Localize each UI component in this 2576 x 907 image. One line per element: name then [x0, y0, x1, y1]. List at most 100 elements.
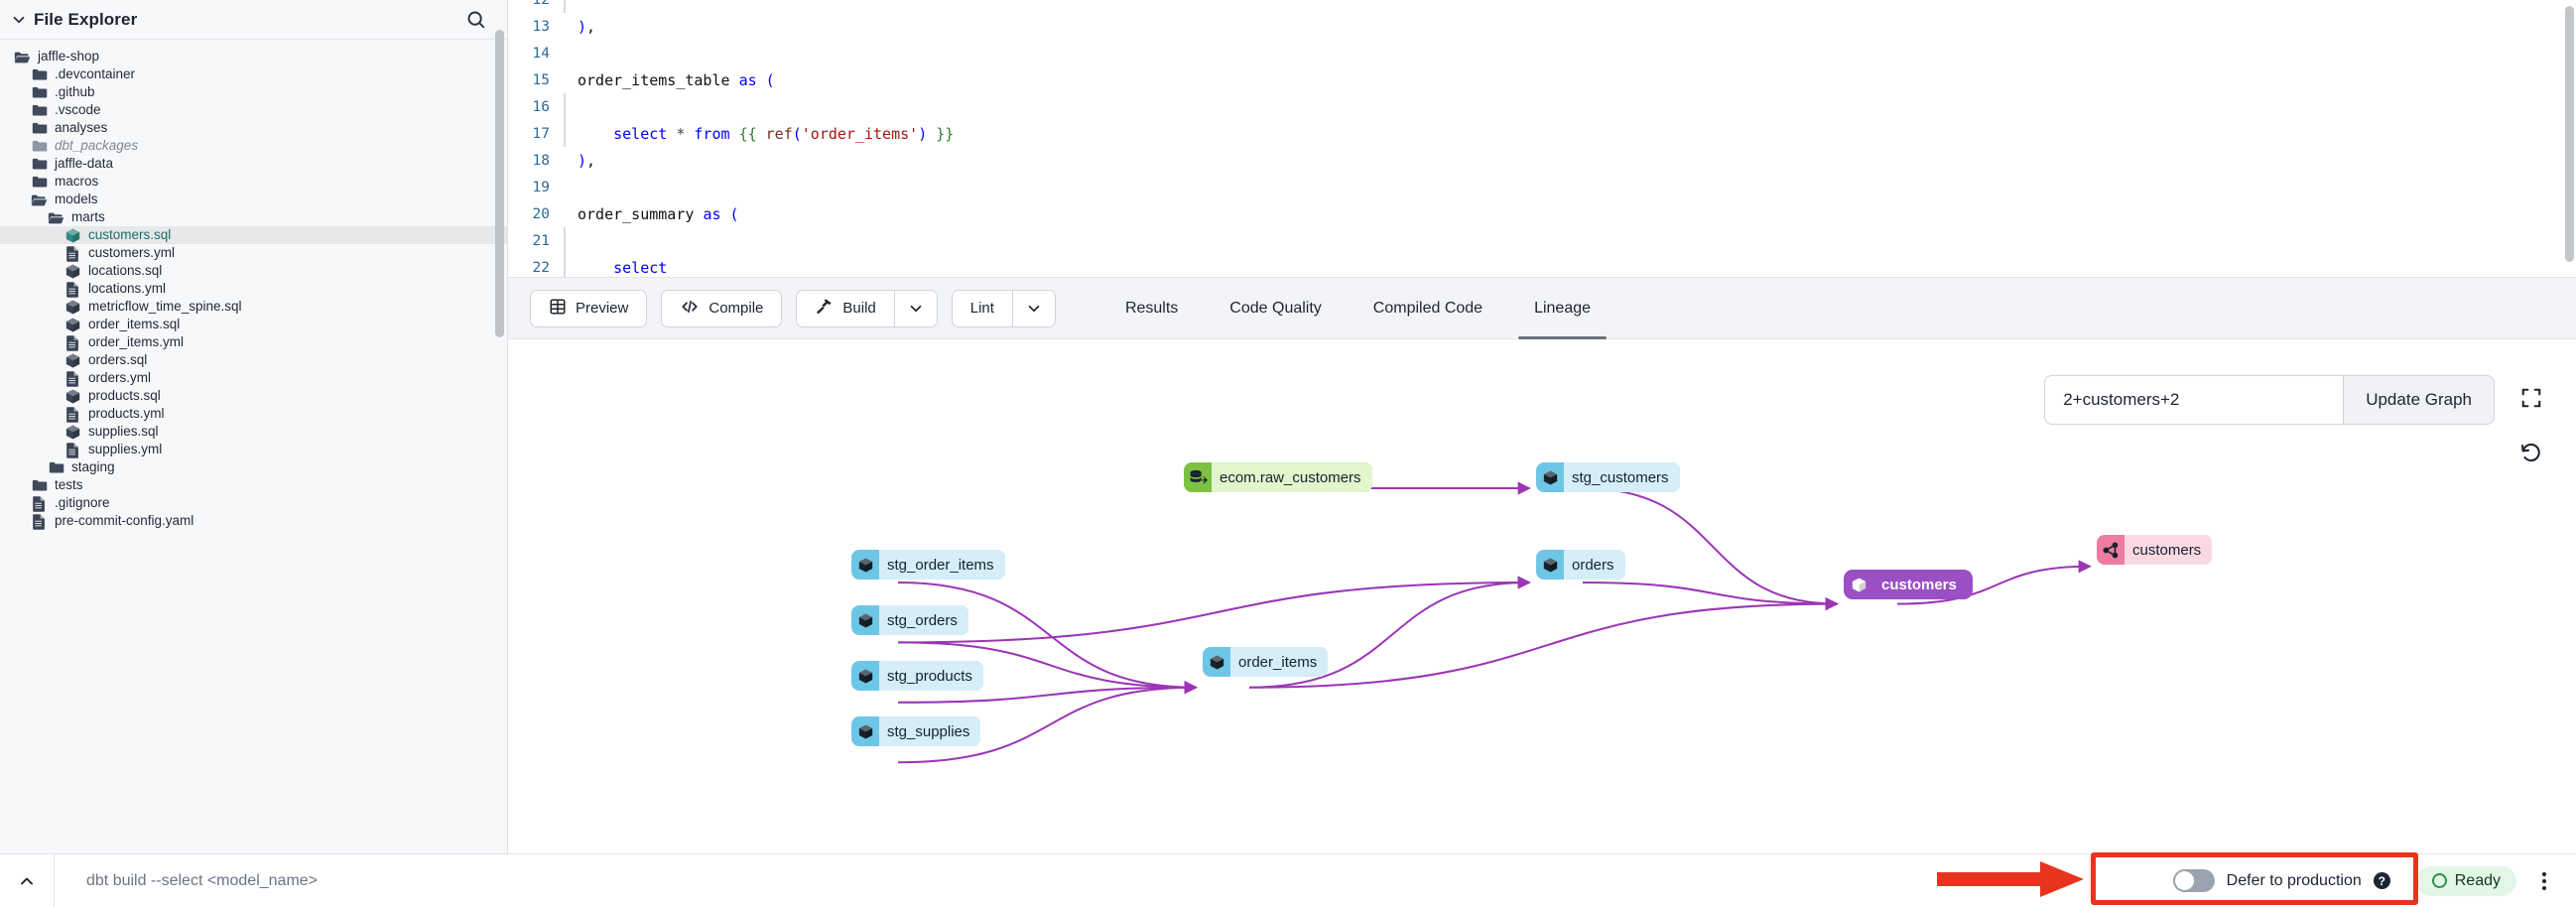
reset-arrow-icon[interactable] [2514, 437, 2548, 470]
tab-compiled-code[interactable]: Compiled Code [1372, 299, 1483, 317]
editor-scrollbar[interactable] [2565, 6, 2574, 262]
fullscreen-icon[interactable] [2514, 381, 2548, 415]
tree-item-metricflow-time-spine-sql[interactable]: metricflow_time_spine.sql [0, 298, 507, 316]
tree-item-products-yml[interactable]: products.yml [0, 405, 507, 423]
tree-item-label: orders.sql [88, 352, 148, 368]
main-row: File Explorer jaffle-shop.devcontainer.g… [0, 0, 2576, 853]
tree-item-products-sql[interactable]: products.sql [0, 387, 507, 405]
command-input[interactable]: dbt build --select <model_name> [54, 853, 2157, 907]
search-icon[interactable] [461, 6, 489, 34]
folder-icon [31, 138, 48, 155]
tree-item-order-items-yml[interactable]: order_items.yml [0, 333, 507, 351]
tree-item-analyses[interactable]: analyses [0, 119, 507, 137]
line-number: 13 [532, 18, 550, 35]
tree-item-label: .gitignore [55, 495, 110, 511]
line-number: 20 [532, 205, 550, 222]
folder-open-icon [31, 192, 48, 208]
tree-item-models[interactable]: models [0, 191, 507, 208]
graph-icon-buttons [2514, 375, 2548, 470]
tree-item-supplies-sql[interactable]: supplies.sql [0, 423, 507, 441]
lineage-node-stg-products[interactable]: stg_products [851, 661, 983, 691]
indent-guide [564, 0, 566, 13]
indent-guide [564, 254, 566, 277]
tab-lineage[interactable]: Lineage [1508, 278, 1616, 339]
line-number: 16 [532, 98, 550, 115]
lineage-node-label: order_items [1230, 647, 1329, 677]
tab-code-quality[interactable]: Code Quality [1229, 299, 1322, 317]
tree-item-tests[interactable]: tests [0, 476, 507, 494]
defer-label: Defer to production [2226, 871, 2362, 889]
tree-item-marts[interactable]: marts [0, 208, 507, 226]
code-line: 13), [508, 13, 2576, 40]
tree-item-order-items-sql[interactable]: order_items.sql [0, 316, 507, 333]
line-number: 21 [532, 232, 550, 249]
tree-item-locations-yml[interactable]: locations.yml [0, 280, 507, 298]
table-grid-icon [549, 298, 567, 320]
cube-icon [851, 716, 879, 746]
code-text: select * from {{ ref('order_items') }} [613, 124, 955, 143]
lineage-node-stg-supplies[interactable]: stg_supplies [851, 716, 981, 746]
tree-item--vscode[interactable]: .vscode [0, 101, 507, 119]
help-circle-icon[interactable]: ? [2373, 872, 2390, 889]
file-explorer-sidebar: File Explorer jaffle-shop.devcontainer.g… [0, 0, 508, 853]
line-number: 14 [532, 45, 550, 62]
build-dropdown-chevron-down-icon[interactable] [893, 289, 938, 327]
sidebar-scrollbar[interactable] [495, 30, 504, 337]
folder-icon [31, 477, 48, 494]
more-vertical-icon[interactable] [2524, 861, 2564, 901]
lineage-node-customers-selected[interactable]: customers [1844, 570, 1973, 599]
lineage-node-stg-customers[interactable]: stg_customers [1536, 462, 1680, 492]
tree-item-pre-commit-config-yaml[interactable]: pre-commit-config.yaml [0, 512, 507, 530]
ready-label: Ready [2454, 871, 2501, 889]
tree-item-supplies-yml[interactable]: supplies.yml [0, 441, 507, 458]
tree-item-customers-yml[interactable]: customers.yml [0, 244, 507, 262]
tab-results[interactable]: Results [1124, 299, 1179, 317]
update-graph-button[interactable]: Update Graph [2344, 375, 2495, 425]
build-button[interactable]: Build [796, 289, 894, 327]
preview-button[interactable]: Preview [530, 289, 648, 327]
chevron-down-icon[interactable] [8, 9, 30, 31]
model-cube-icon [64, 424, 81, 441]
defer-toggle[interactable] [2172, 869, 2215, 892]
model-cube-icon [64, 317, 81, 333]
tree-item-label: analyses [55, 120, 108, 136]
code-line: 16 [508, 93, 2576, 120]
lineage-node-ecom-raw-customers[interactable]: ecom.raw_customers [1184, 462, 1372, 492]
folder-icon [48, 459, 64, 476]
lineage-node-stg-order-items[interactable]: stg_order_items [851, 550, 1005, 580]
model-cube-icon [64, 299, 81, 316]
compile-button[interactable]: Compile [661, 289, 783, 327]
lineage-node-order-items[interactable]: order_items [1203, 647, 1329, 677]
lint-button[interactable]: Lint [951, 289, 1012, 327]
tree-item-dbt-packages[interactable]: dbt_packages [0, 137, 507, 155]
chevron-up-icon[interactable] [0, 854, 54, 907]
lineage-node-stg-orders[interactable]: stg_orders [851, 605, 968, 635]
lint-dropdown-chevron-down-icon[interactable] [1011, 289, 1056, 327]
tree-item-label: products.yml [88, 406, 165, 422]
tree-item--devcontainer[interactable]: .devcontainer [0, 65, 507, 83]
tree-item-macros[interactable]: macros [0, 173, 507, 191]
tree-item-locations-sql[interactable]: locations.sql [0, 262, 507, 280]
tree-item-label: customers.sql [88, 227, 172, 243]
tree-item-jaffle-data[interactable]: jaffle-data [0, 155, 507, 173]
toggle-knob [2174, 871, 2194, 890]
lineage-panel: 2+customers+2 Update Graph ecom.raw_cust… [508, 339, 2576, 853]
tree-item-customers-sql[interactable]: customers.sql [0, 226, 507, 244]
tree-item-label: dbt_packages [55, 138, 139, 154]
tree-item-orders-sql[interactable]: orders.sql [0, 351, 507, 369]
tree-item-jaffle-shop[interactable]: jaffle-shop [0, 48, 507, 65]
tree-item--github[interactable]: .github [0, 83, 507, 101]
tree-item-staging[interactable]: staging [0, 458, 507, 476]
tree-item-orders-yml[interactable]: orders.yml [0, 369, 507, 387]
status-badge: Ready [2415, 865, 2516, 896]
lineage-node-orders[interactable]: orders [1536, 550, 1625, 580]
model-cube-icon [64, 263, 81, 280]
tree-item--gitignore[interactable]: .gitignore [0, 494, 507, 512]
yaml-file-icon [31, 513, 48, 530]
cube-icon [851, 550, 879, 580]
graph-selector-input[interactable]: 2+customers+2 [2044, 375, 2345, 425]
indent-guide [564, 93, 566, 120]
lineage-node-customers-exposure[interactable]: customers [2097, 535, 2213, 565]
